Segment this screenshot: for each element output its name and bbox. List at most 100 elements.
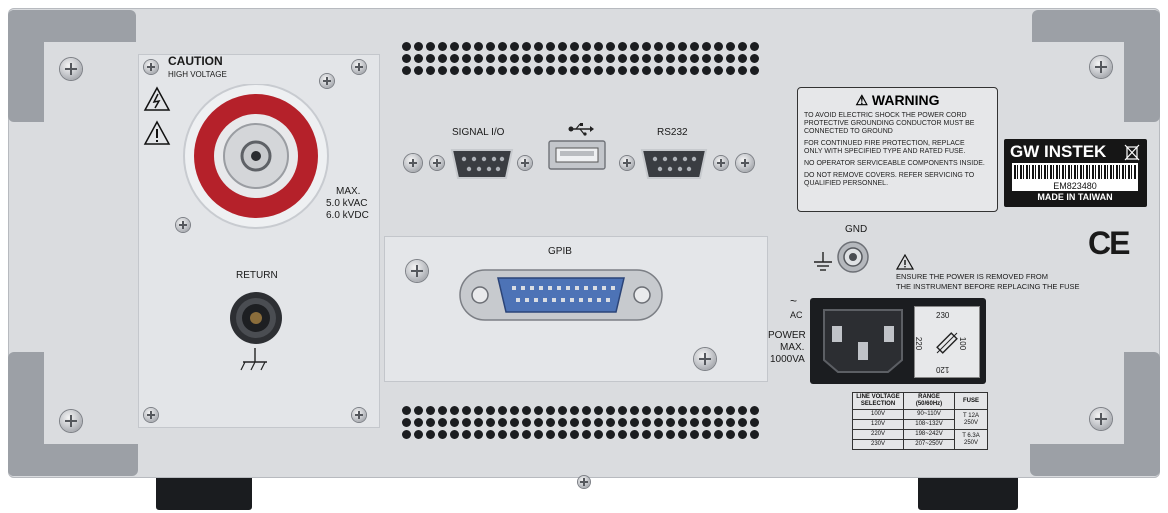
panel-screw (352, 60, 366, 74)
vent-hole (522, 66, 531, 75)
vent-hole (462, 54, 471, 63)
vent-hole (726, 430, 735, 439)
panel-screw (694, 348, 716, 370)
warning-line: PROTECTIVE GROUNDING CONDUCTOR MUST BE (804, 120, 975, 127)
vent-hole (702, 406, 711, 415)
high-voltage-output-terminal[interactable] (176, 84, 336, 234)
vent-hole (654, 66, 663, 75)
vent-hole (654, 42, 663, 51)
vent-hole (510, 430, 519, 439)
table-header: LINE VOLTAGE SELECTION (852, 392, 904, 410)
vent-hole (570, 66, 579, 75)
return-label: RETURN (236, 270, 278, 281)
vent-hole (750, 406, 759, 415)
power-inlet[interactable] (818, 306, 908, 376)
vent-hole (714, 66, 723, 75)
warning-icon: ⚠ (855, 92, 868, 108)
vent-hole (750, 418, 759, 427)
vent-hole (402, 406, 411, 415)
vent-hole (546, 418, 555, 427)
gnd-label: GND (845, 224, 868, 235)
vent-hole (582, 66, 591, 75)
gpib-port[interactable] (458, 266, 664, 324)
made-in-label: MADE IN TAIWAN (1037, 192, 1113, 202)
vent-hole (606, 406, 615, 415)
vent-hole (630, 418, 639, 427)
vent-hole (438, 54, 447, 63)
vent-hole (738, 430, 747, 439)
vent-hole (426, 66, 435, 75)
gpib-label: GPIB (548, 246, 572, 257)
max-label: MAX. (336, 186, 361, 197)
return-terminal[interactable] (228, 290, 284, 346)
vent-hole (654, 54, 663, 63)
table-row: 230V 207~250V (852, 439, 988, 450)
signal-io-port[interactable] (448, 146, 516, 182)
vent-hole (594, 418, 603, 427)
vent-hole (750, 66, 759, 75)
vent-hole (594, 430, 603, 439)
vent-hole (606, 418, 615, 427)
vent-hole (690, 406, 699, 415)
rs232-port[interactable] (638, 146, 710, 182)
vent-hole (714, 406, 723, 415)
signal-io-label: SIGNAL I/O (452, 127, 505, 138)
corner-bumper-bottom-right-side (1124, 352, 1160, 476)
corner-bumper-top-left-side (8, 10, 44, 122)
vent-hole (534, 406, 543, 415)
vent-hole (558, 418, 567, 427)
vent-hole (582, 406, 591, 415)
voltage-selector[interactable] (914, 306, 980, 378)
warning-line: NO OPERATOR SERVICEABLE COMPONENTS INSID… (804, 160, 985, 167)
warning-line: QUALIFIED PERSONNEL. (804, 180, 889, 187)
vent-hole (462, 66, 471, 75)
vent-hole (594, 406, 603, 415)
vent-hole (750, 430, 759, 439)
vent-hole (474, 406, 483, 415)
table-cell: 230V (852, 439, 904, 450)
usb-port[interactable] (548, 140, 606, 170)
ac-label: AC (790, 310, 803, 320)
vent-hole (426, 54, 435, 63)
vent-hole (594, 66, 603, 75)
vent-hole (582, 430, 591, 439)
vent-hole (414, 54, 423, 63)
vent-hole (510, 42, 519, 51)
shock-warning-icon (143, 86, 171, 111)
selector-100: 100 (958, 336, 968, 351)
vent-hole (402, 66, 411, 75)
vent-hole (642, 430, 651, 439)
table-cell: 108~132V (903, 419, 955, 430)
vent-hole (582, 54, 591, 63)
vent-hole (726, 42, 735, 51)
table-cell: T 6.3A 250V (954, 429, 988, 450)
vent-hole (666, 66, 675, 75)
warning-line: DO NOT REMOVE COVERS. REFER SERVICING TO (804, 172, 975, 179)
table-header: RANGE (50/60Hz) (903, 392, 955, 410)
vent-hole (402, 418, 411, 427)
vent-hole (534, 42, 543, 51)
vent-hole (438, 42, 447, 51)
vent-hole (654, 430, 663, 439)
vent-hole (498, 54, 507, 63)
vent-hole (426, 430, 435, 439)
vent-hole (690, 42, 699, 51)
table-cell: 207~250V (903, 439, 955, 450)
connector-screw (714, 156, 728, 170)
panel-screw (144, 408, 158, 422)
vent-hole (678, 406, 687, 415)
vent-hole (726, 54, 735, 63)
table-cell: T 12A 250V (954, 409, 988, 430)
vent-hole (546, 42, 555, 51)
vent-hole (738, 406, 747, 415)
vent-hole (546, 406, 555, 415)
recycle-bin-icon (1124, 144, 1140, 161)
vent-hole (546, 54, 555, 63)
gnd-terminal[interactable] (836, 240, 870, 274)
vent-hole (690, 418, 699, 427)
vent-hole (510, 54, 519, 63)
vent-hole (522, 406, 531, 415)
barcode (1012, 163, 1138, 181)
panel-screw (176, 218, 190, 232)
table-row: 220V 198~242V T 6.3A 250V (852, 429, 988, 450)
